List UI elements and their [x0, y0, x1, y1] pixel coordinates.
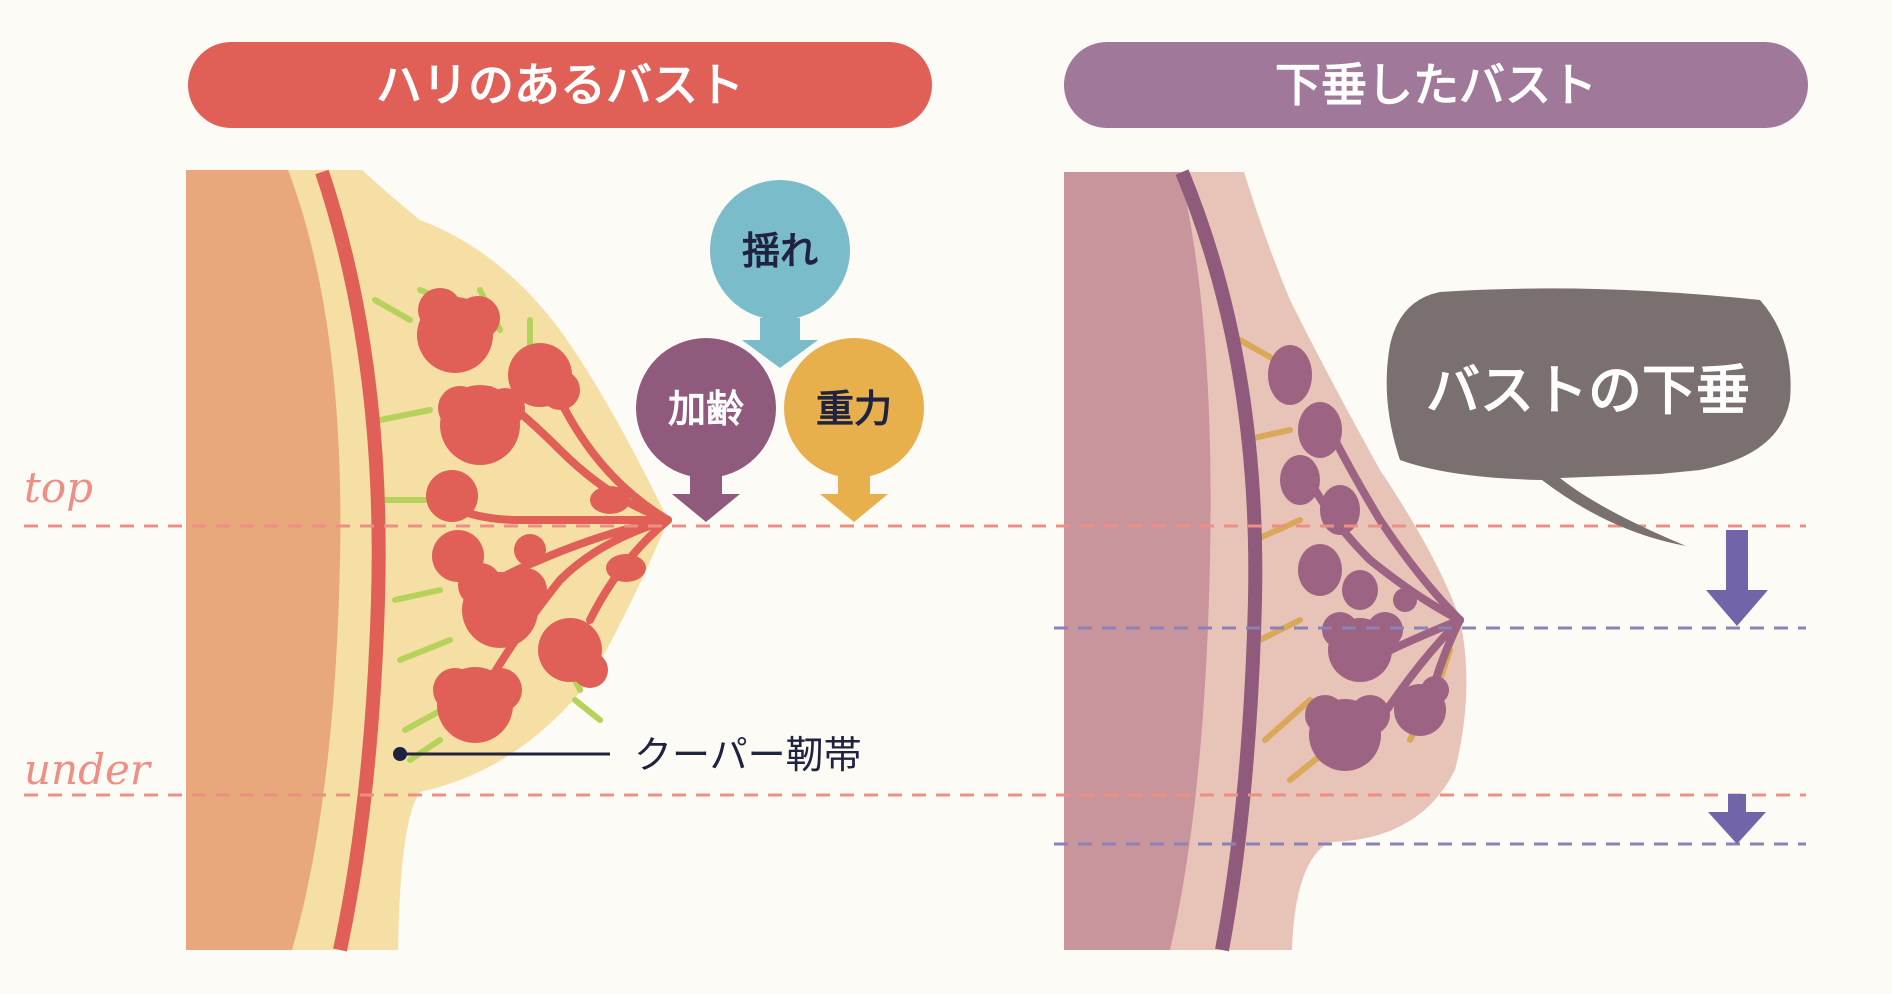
factor-bubbles: 揺れ 加齢 重力: [636, 180, 924, 522]
firm-bust-title: ハリのあるバスト: [376, 58, 744, 112]
sagging-bust-illustration: [1064, 169, 1467, 952]
top-shift-arrow-icon: [1706, 530, 1768, 626]
sagging-callout-label: バストの下垂: [1426, 359, 1750, 422]
under-shift-arrow-icon: [1708, 794, 1766, 844]
gravity-factor-label: 重力: [816, 387, 892, 431]
firm-chest-wall: [186, 170, 341, 950]
firm-bust-title-pill: ハリのあるバスト: [188, 42, 932, 128]
aging-factor-bubble: 加齢: [636, 338, 776, 522]
sag-shift-arrows: [1706, 530, 1768, 844]
sagging-bust-title: 下垂したバスト: [1275, 58, 1597, 112]
sway-factor-label: 揺れ: [742, 229, 818, 273]
firm-mammary-glands: [417, 288, 646, 743]
level-lines: [24, 524, 1806, 846]
firm-pectoral-line: [315, 169, 386, 952]
cooper-ligament-label: クーパー靭帯: [634, 733, 862, 777]
under-level-label: under: [24, 745, 153, 794]
callout-bubble: [1386, 288, 1791, 546]
firm-bust-illustration: クーパー靭帯: [186, 169, 862, 952]
sagging-callout: バストの下垂: [1386, 288, 1791, 546]
sway-factor-bubble: 揺れ: [710, 180, 850, 368]
sagging-milk-ducts: [1306, 426, 1464, 764]
sagging-pectoral-line: [1175, 169, 1263, 952]
aging-factor-label: 加齢: [668, 387, 744, 431]
top-level-label: top: [24, 463, 93, 512]
sagging-bust-title-pill: 下垂したバスト: [1064, 42, 1808, 128]
gravity-factor-bubble: 重力: [784, 338, 924, 522]
sagging-chest-wall: [1064, 172, 1211, 950]
